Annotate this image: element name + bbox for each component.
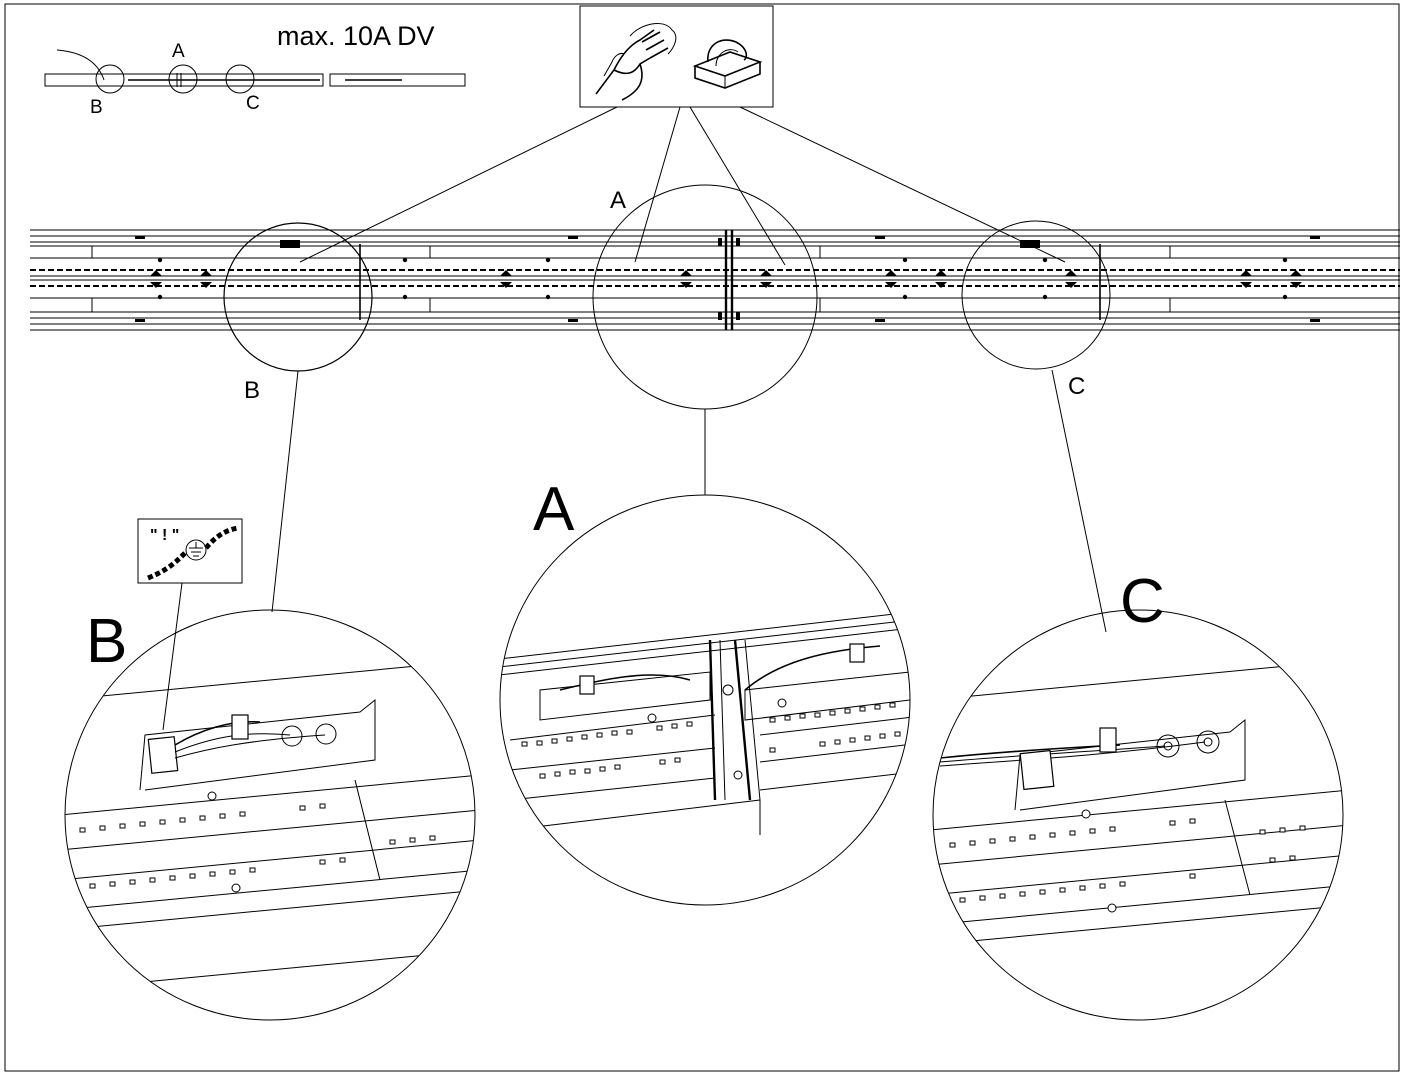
cable-clip-icon — [692, 39, 763, 89]
page-frame — [4, 3, 1400, 1072]
overview-label-c: C — [246, 93, 260, 114]
overview-label-a: A — [172, 41, 185, 62]
detail-b-view — [64, 609, 476, 1021]
detail-label-b: B — [86, 607, 127, 676]
detail-c-view — [932, 609, 1344, 1021]
detail-a-view — [499, 494, 911, 906]
luminaire-strip — [30, 229, 1400, 331]
ground-warning-text: " ! " — [150, 527, 179, 544]
ground-symbol-icon — [185, 539, 207, 561]
detail-label-a: A — [533, 475, 575, 544]
detail-leaders — [162, 369, 1107, 731]
detail-label-c: C — [1120, 567, 1165, 636]
current-rating-note: max. 10A DV — [277, 21, 435, 51]
callout-label-c: C — [1068, 373, 1085, 400]
callout-circles — [223, 184, 1111, 410]
overview-sketch: A B C — [44, 41, 466, 118]
callout-label-a: A — [610, 187, 626, 214]
overview-label-b: B — [90, 97, 103, 118]
callout-label-b: B — [244, 377, 260, 404]
icon-box — [579, 5, 774, 108]
ground-warning-box: " ! " — [137, 518, 243, 584]
icon-box-leaders — [299, 106, 1066, 266]
hand-wipe-icon — [595, 22, 677, 101]
